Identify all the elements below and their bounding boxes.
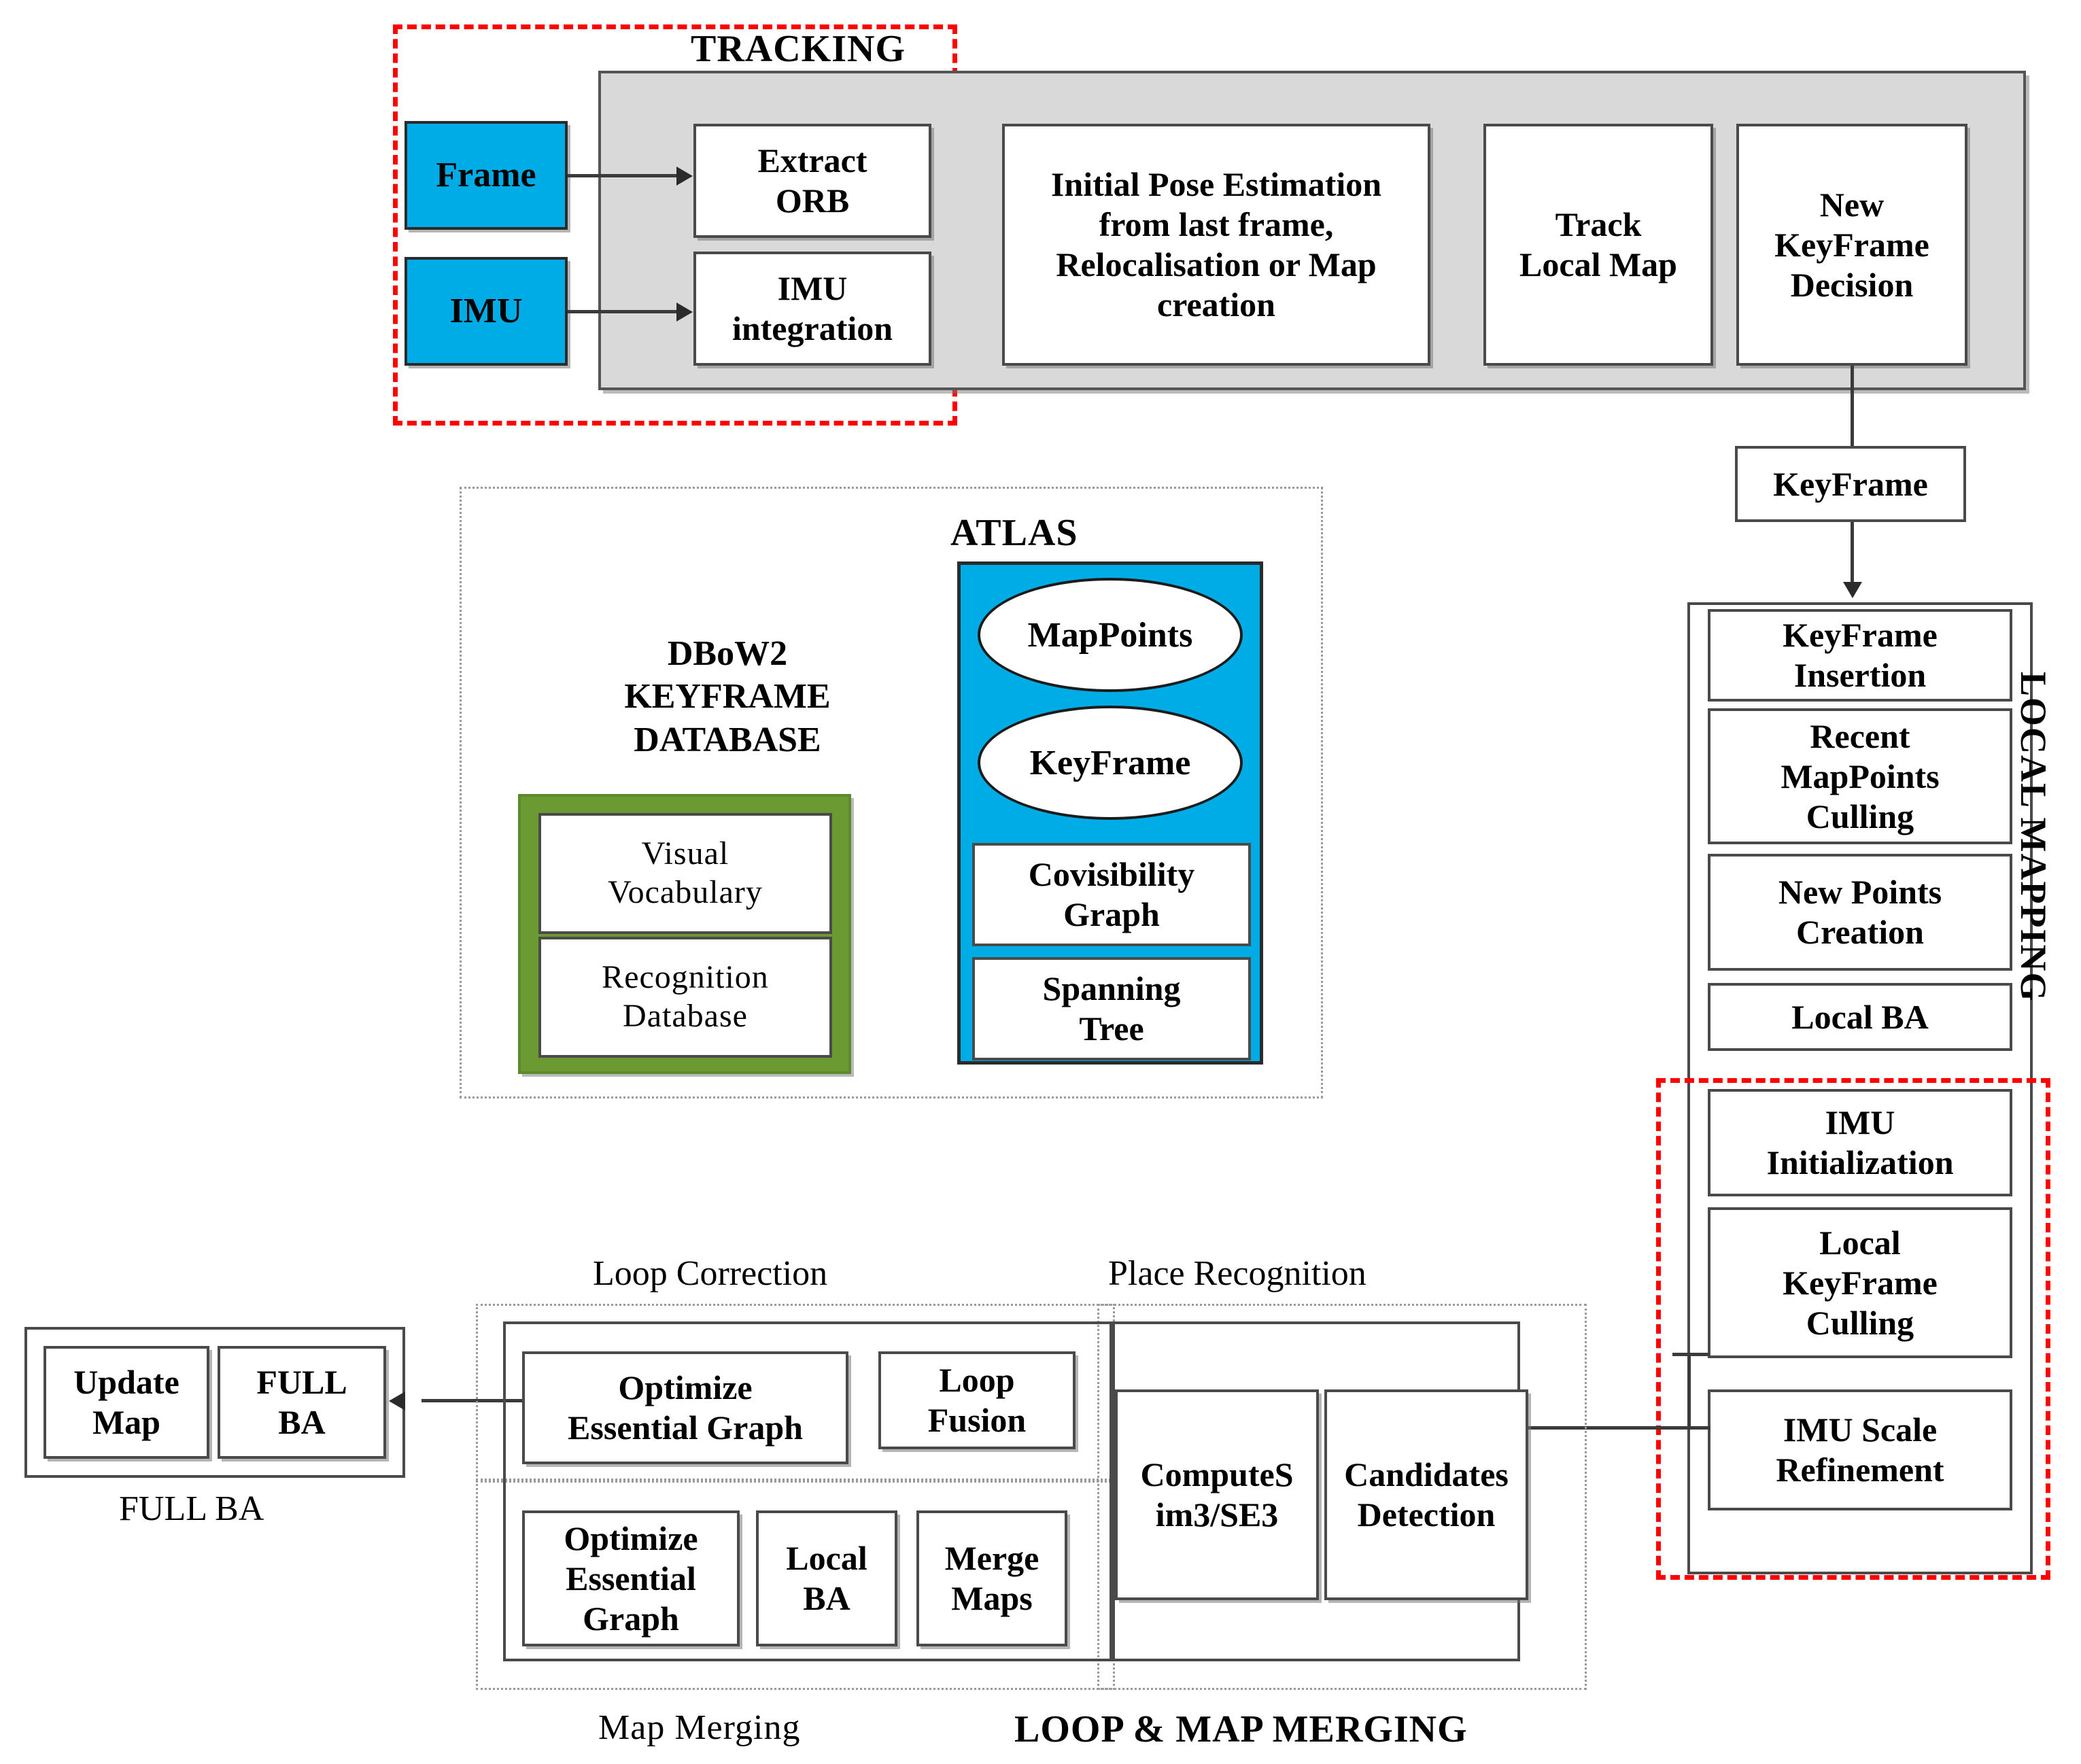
local-mapping-box-recent-mappoints-culling[interactable]: Recent MapPoints Culling xyxy=(1708,708,2012,844)
place-recognition-box-compute-sim3-se3[interactable]: ComputeS im3/SE3 xyxy=(1115,1389,1319,1600)
loop-correction-box-loop-fusion[interactable]: Loop Fusion xyxy=(878,1351,1076,1449)
input-box-frame[interactable]: Frame xyxy=(405,121,568,230)
arrowhead-keyframe-down xyxy=(1843,582,1862,598)
local-mapping-section-label: LOCAL MAPPING xyxy=(2013,672,2054,1003)
connector-imu-scale-to-candidates xyxy=(1468,1426,1710,1430)
dbow2-box-visual-vocabulary[interactable]: Visual Vocabulary xyxy=(538,813,832,934)
place-recognition-box-candidates-detection[interactable]: Candidates Detection xyxy=(1324,1389,1528,1600)
full-ba-box-update-map[interactable]: Update Map xyxy=(44,1346,209,1459)
keyframe-link-box[interactable]: KeyFrame xyxy=(1735,446,1966,522)
arrow-frame-to-extract-orb xyxy=(568,174,680,177)
full-ba-caption: FULL BA xyxy=(119,1489,264,1528)
loop-correction-label: Loop Correction xyxy=(593,1254,828,1293)
loop-correction-box-optimize-essential-graph[interactable]: Optimize Essential Graph xyxy=(522,1351,848,1464)
dbow2-box-recognition-database[interactable]: Recognition Database xyxy=(538,937,832,1058)
atlas-ellipse-mappoints[interactable]: MapPoints xyxy=(978,578,1243,692)
local-mapping-box-new-points-creation[interactable]: New Points Creation xyxy=(1708,854,2012,971)
stage-box-track-local-map[interactable]: Track Local Map xyxy=(1483,124,1713,366)
stage-box-imu-integration[interactable]: IMU integration xyxy=(693,252,931,366)
atlas-dbow2-container xyxy=(460,487,1323,1099)
map-merging-box-optimize-essential-graph[interactable]: Optimize Essential Graph xyxy=(522,1510,740,1646)
atlas-section-label: ATLAS xyxy=(950,512,1078,554)
loop-and-map-merging-section-label: LOOP & MAP MERGING xyxy=(1014,1708,1468,1750)
atlas-box-spanning-tree[interactable]: Spanning Tree xyxy=(972,957,1251,1060)
full-ba-box-full-ba[interactable]: FULL BA xyxy=(218,1346,386,1459)
connector-keyframe-to-local-mapping xyxy=(1851,522,1854,590)
place-recognition-label: Place Recognition xyxy=(1108,1254,1366,1293)
local-mapping-box-local-keyframe-culling[interactable]: Local KeyFrame Culling xyxy=(1708,1207,2012,1358)
connector-decision-to-keyframe xyxy=(1851,366,1854,447)
arrowhead-frame xyxy=(676,167,693,186)
local-mapping-box-imu-initialization[interactable]: IMU Initialization xyxy=(1708,1089,2012,1196)
map-merging-box-merge-maps[interactable]: Merge Maps xyxy=(916,1510,1067,1646)
map-merging-caption: Map Merging xyxy=(598,1708,801,1747)
place-recognition-region xyxy=(1097,1304,1587,1690)
stage-box-new-keyframe-decision[interactable]: New KeyFrame Decision xyxy=(1736,124,1967,366)
dbow2-title: DBoW2 KEYFRAME DATABASE xyxy=(624,634,831,759)
stage-box-extract-orb[interactable]: Extract ORB xyxy=(693,124,931,238)
connector-localmapping-left-rail xyxy=(1687,1353,1691,1428)
imu-highlight-region xyxy=(1656,1078,2050,1580)
local-mapping-box-local-ba[interactable]: Local BA xyxy=(1708,983,2012,1051)
atlas-box-covisibility-graph[interactable]: Covisibility Graph xyxy=(972,843,1251,946)
connector-culling-to-rail xyxy=(1672,1353,1709,1356)
map-merging-box-local-ba[interactable]: Local BA xyxy=(756,1510,897,1646)
atlas-ellipse-keyframe[interactable]: KeyFrame xyxy=(978,706,1243,820)
local-mapping-container xyxy=(1687,602,2033,1574)
loop-and-merging-solid-container xyxy=(503,1321,1112,1661)
arrowhead-imu xyxy=(676,302,693,322)
tracking-section-label: TRACKING xyxy=(691,28,906,70)
input-box-imu[interactable]: IMU xyxy=(405,257,568,366)
arrowhead-to-full-ba xyxy=(389,1391,405,1411)
local-mapping-box-keyframe-insertion[interactable]: KeyFrame Insertion xyxy=(1708,609,2012,702)
local-mapping-box-imu-scale-refinement[interactable]: IMU Scale Refinement xyxy=(1708,1389,2012,1510)
arrow-imu-to-imu-integration xyxy=(568,310,680,313)
stage-box-initial-pose-estimation[interactable]: Initial Pose Estimation from last frame,… xyxy=(1002,124,1430,366)
